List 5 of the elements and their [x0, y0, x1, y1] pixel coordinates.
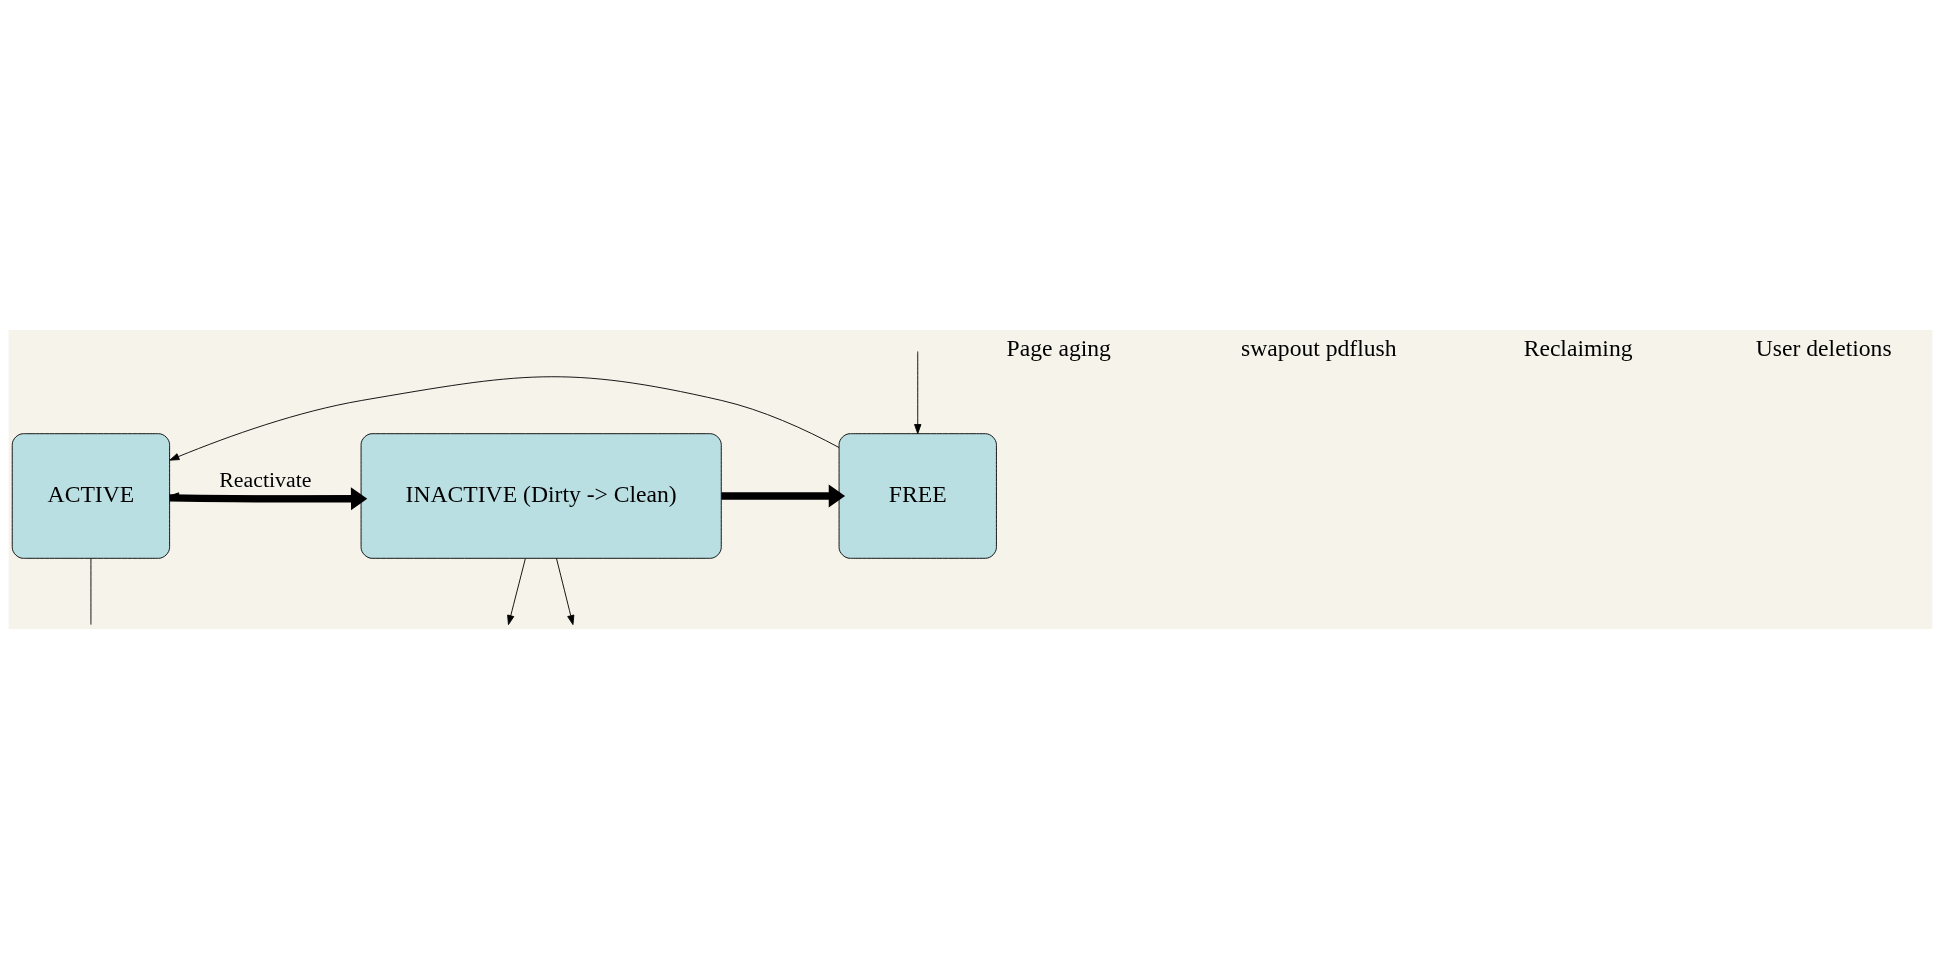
label: User deletions: [1755, 334, 1892, 361]
edge-label: Reactivate: [219, 467, 312, 492]
label: Page aging: [1006, 334, 1111, 361]
label: Reclaiming: [1523, 334, 1633, 361]
label: swapout pdflush: [1241, 334, 1397, 361]
